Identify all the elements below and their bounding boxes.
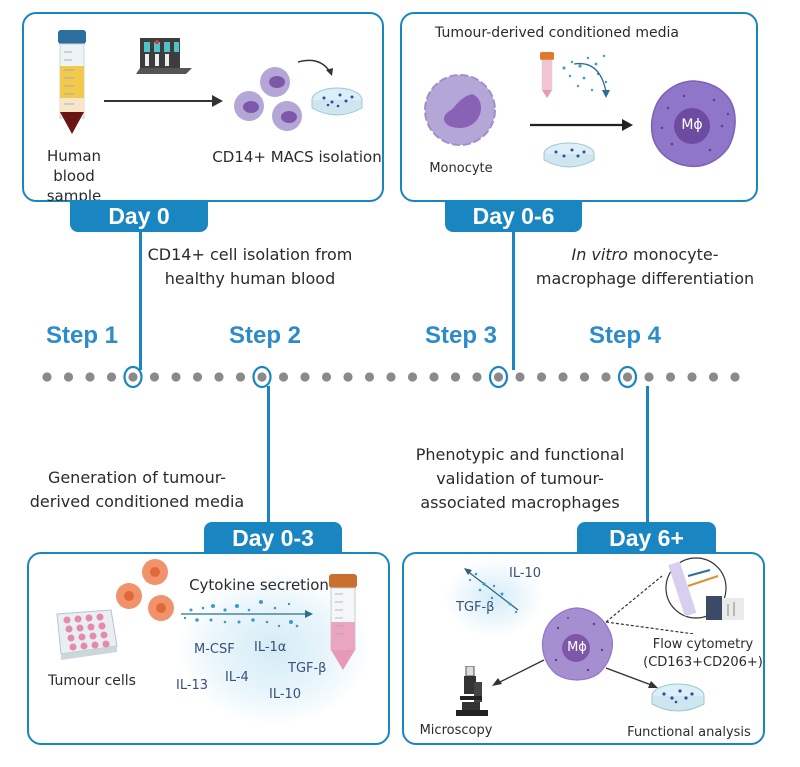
tumour-cells-icon: [116, 559, 174, 621]
macrophage-icon: [541, 607, 613, 681]
macrophage-label: Mϕ: [681, 117, 703, 133]
timeline-dot: [278, 372, 289, 382]
macrophage-label: Mϕ: [567, 640, 587, 655]
cytokine-tgfb: TGF-β: [288, 661, 327, 676]
cytokine-il4: IL-4: [225, 670, 249, 685]
timeline-dot: [343, 372, 353, 382]
timeline-dot: [63, 372, 74, 382]
timeline-dot: [257, 372, 267, 382]
microscope-icon: [456, 666, 488, 716]
flow-cytometry-zoom-icon: [605, 557, 727, 634]
step1-description: CD14+ cell isolation from healthy human …: [147, 245, 353, 288]
timeline-dot: [665, 372, 676, 382]
process-arrow-icon: [104, 95, 223, 107]
timeline-dot: [558, 372, 568, 382]
cytokine-mcsf: M-CSF: [194, 642, 235, 657]
flow-cytometry-label: Flow cytometry (CD163+CD206+): [643, 637, 763, 670]
day-badge-step2: Day 0-3: [204, 522, 342, 554]
timeline-dot: [214, 372, 224, 382]
petri-dish-icon: [543, 142, 595, 168]
timeline-dot: [450, 372, 461, 382]
microscopy-label: Microscopy: [419, 723, 493, 738]
timeline-dot: [579, 372, 590, 382]
step-label-3: Step 3: [425, 322, 498, 349]
timeline-dot: [407, 372, 418, 382]
timeline-dot: [42, 372, 52, 382]
macrophage-icon: [650, 80, 736, 168]
connector-step1: [139, 232, 142, 370]
well-plate-icon: [56, 609, 118, 660]
cytokine-stream-icon: [464, 568, 519, 614]
tgfb-label: TGF-β: [456, 600, 495, 615]
blood-sample-label: Human blood sample: [46, 147, 102, 205]
cytokine-il1a: IL-1α: [254, 640, 287, 655]
cytokine-il10: IL-10: [269, 687, 302, 702]
cytokine-glow: [444, 558, 544, 638]
timeline-dot: [730, 372, 740, 382]
secretion-arrow-icon: [181, 600, 313, 628]
transfer-arrow-icon: [297, 59, 333, 76]
timeline-dot: [687, 372, 697, 382]
day-badge-step3: Day 0-6: [445, 200, 582, 232]
macs-isolation-label: CD14+ MACS isolation: [212, 148, 382, 166]
step3-description-italic: In vitro: [571, 245, 628, 264]
timeline-dot: [128, 372, 138, 382]
functional-analysis-label: Functional analysis: [627, 725, 751, 740]
step-label-2: Step 2: [229, 322, 302, 349]
timeline-dot: [106, 372, 117, 382]
day-badge-step4: Day 6+: [577, 522, 716, 554]
timeline-dot: [149, 372, 160, 382]
timeline-dot: [171, 372, 181, 382]
step-label-4: Step 4: [589, 322, 662, 349]
macs-rack-icon: [136, 38, 192, 74]
monocyte-icon: [424, 74, 496, 146]
cytokine-secretion-label: Cytokine secretion: [189, 576, 329, 594]
connector-step3: [512, 232, 515, 370]
step4-description: Phenotypic and functional validation of …: [415, 445, 625, 512]
il10-label: IL-10: [509, 566, 542, 581]
connector-step2: [267, 386, 270, 522]
flow-cytometer-icon: [706, 596, 744, 620]
timeline-dot: [364, 372, 375, 382]
step-label-1: Step 1: [46, 322, 119, 349]
timeline-dot: [515, 372, 525, 382]
timeline-dot: [85, 372, 95, 382]
day-badge-step1: Day 0: [70, 200, 208, 232]
functional-arrow-icon: [605, 667, 658, 688]
timeline-dot: [536, 372, 547, 382]
blood-tube-icon: [58, 30, 86, 134]
falcon-tube-icon: [329, 574, 357, 670]
timeline-dot: [300, 372, 310, 382]
monocyte-cluster-icon: [234, 67, 302, 131]
timeline-dot: [429, 372, 439, 382]
timeline-dot: [235, 372, 246, 382]
cytokine-il13: IL-13: [176, 678, 209, 693]
timeline-dot: [493, 372, 504, 382]
connector-step4: [646, 386, 649, 522]
timeline-dot: [601, 372, 611, 382]
timeline-dot: [386, 372, 396, 382]
panel-step1: Human blood sample CD14+ MACS isolation: [22, 12, 384, 205]
timeline-dot: [644, 372, 654, 382]
conditioned-media-label: Tumour-derived conditioned media: [435, 25, 679, 41]
panel-step3: Tumour-derived conditioned media Monocyt…: [400, 12, 758, 202]
monocyte-label: Monocyte: [429, 161, 493, 176]
conditioned-media-tube-icon: [540, 52, 554, 98]
timeline-dot: [472, 372, 482, 382]
petri-dish-icon: [651, 683, 705, 712]
timeline-dot: [192, 372, 203, 382]
panel-step4: IL-10 TGF-β Mϕ Flow cytometry (CD163+CD2…: [402, 552, 765, 745]
microscopy-arrow-icon: [492, 659, 545, 686]
panel-step2: Tumour cells Cytokine secretion M-CSF IL…: [27, 552, 390, 745]
differentiation-arrow-icon: [530, 119, 633, 131]
timeline-dot: [622, 372, 633, 382]
step2-description: Generation of tumour- derived conditione…: [29, 468, 245, 511]
step3-description: In vitro monocyte- macrophage differenti…: [535, 245, 755, 288]
petri-dish-icon: [311, 87, 363, 116]
tumour-cells-label: Tumour cells: [48, 673, 136, 689]
timeline-dot: [321, 372, 332, 382]
timeline-dot: [708, 372, 719, 382]
media-transfer-arrow-icon: [562, 54, 610, 98]
